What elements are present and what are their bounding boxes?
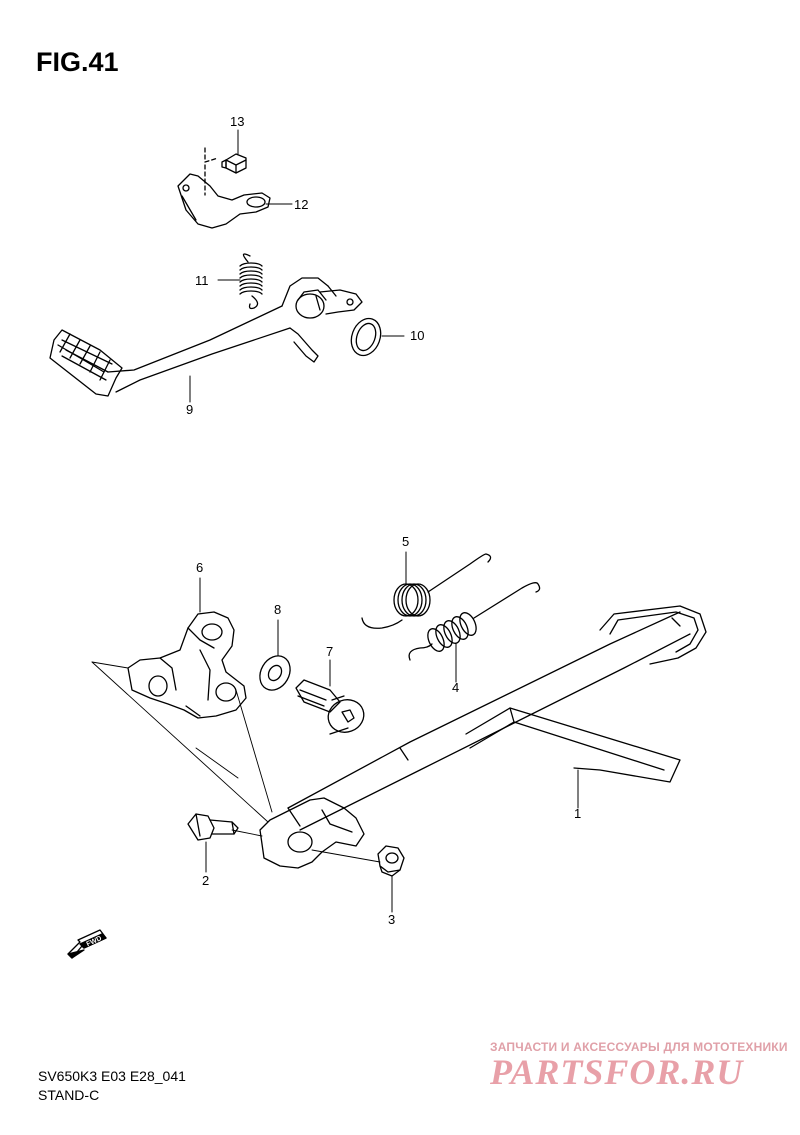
watermark-tagline: ЗАПЧАСТИ И АКСЕССУАРЫ ДЛЯ МОТОТЕХНИКИ xyxy=(490,1040,788,1054)
callout-13: 13 xyxy=(230,114,244,129)
callout-5: 5 xyxy=(402,534,409,549)
callout-11: 11 xyxy=(195,273,209,288)
forward-arrow-icon xyxy=(67,929,107,959)
callout-6: 6 xyxy=(196,560,203,575)
washer-8 xyxy=(259,655,291,691)
bracket-12 xyxy=(177,173,271,229)
callout-7: 7 xyxy=(326,644,333,659)
model-code: SV650K3 E03 E28_041 xyxy=(38,1068,186,1084)
spring-11 xyxy=(239,253,263,310)
nut-3 xyxy=(377,845,405,877)
bolt-13 xyxy=(221,153,247,174)
spring-4 xyxy=(408,582,541,661)
leader-lines xyxy=(189,129,579,913)
callout-9: 9 xyxy=(186,402,193,417)
callout-8: 8 xyxy=(274,602,281,617)
watermark-logo: PARTSFOR.RU xyxy=(489,1052,744,1092)
callout-12: 12 xyxy=(294,197,308,212)
callout-10: 10 xyxy=(410,328,424,343)
side-stand-1 xyxy=(259,605,707,869)
pivot-bolt-2 xyxy=(187,813,239,841)
washer-10 xyxy=(350,317,382,357)
assembly-guide-lines xyxy=(91,661,381,863)
bolt-7 xyxy=(295,679,365,735)
callout-1: 1 xyxy=(574,806,581,821)
stand-bracket-6 xyxy=(127,611,247,719)
brake-pedal-9 xyxy=(49,277,363,397)
alignment-line-13 xyxy=(204,147,219,163)
section-name: STAND-C xyxy=(38,1087,100,1103)
callout-3: 3 xyxy=(388,912,395,927)
callout-4: 4 xyxy=(452,680,459,695)
callout-labels: 1 2 3 4 5 6 7 8 9 10 11 12 13 FWD xyxy=(86,114,582,948)
figure-title: FIG.41 xyxy=(36,47,119,77)
watermark-logo-text: PARTSFOR.RU xyxy=(489,1052,744,1092)
callout-2: 2 xyxy=(202,873,209,888)
